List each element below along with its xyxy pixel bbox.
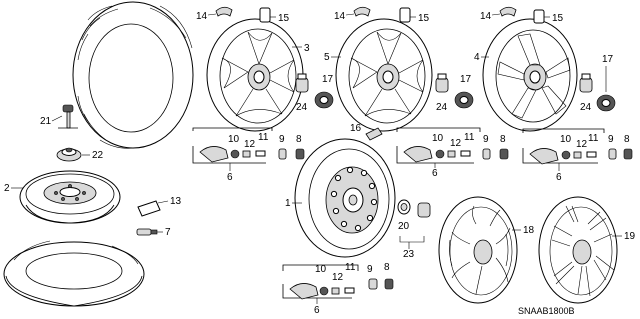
alloy-wheel-3	[206, 18, 304, 132]
lug-nut-24a	[295, 73, 309, 93]
center-cap-17b	[454, 91, 474, 109]
nut-9a	[278, 148, 287, 160]
callout-cap-17a: 17	[322, 74, 334, 85]
clip-14c	[499, 6, 517, 17]
callout-hubcap-18: 18	[523, 225, 535, 236]
callout-valve-group-b: 6	[432, 168, 438, 179]
weight-15b	[399, 7, 411, 23]
callout-hubcap-19: 19	[624, 231, 636, 242]
balance-8a	[295, 148, 305, 160]
balance-8b	[499, 148, 509, 160]
tire-upper	[72, 1, 194, 149]
hubcap-19	[538, 196, 618, 304]
callout-wheel-3: 3	[304, 43, 310, 54]
callout-balance-8b: 8	[500, 134, 506, 145]
callout-wheel-5: 5	[324, 52, 330, 63]
balance-8d	[384, 278, 394, 290]
valve-group-b	[396, 127, 481, 164]
callout-weight-15a: 15	[278, 13, 290, 24]
valve-stem-7	[136, 228, 158, 236]
nut-9b	[482, 148, 491, 160]
callout-weight-15c: 15	[552, 13, 564, 24]
nut-20	[397, 199, 411, 215]
callout-valve-group-d: 6	[314, 305, 320, 316]
balance-8c	[623, 148, 633, 160]
callout-balance-8d: 8	[384, 262, 390, 273]
callout-group-23: 23	[403, 249, 415, 260]
callout-nut-24a: 24	[296, 102, 308, 113]
callout-nut-9b: 9	[483, 134, 489, 145]
weight-15a	[259, 7, 271, 23]
steel-wheel-1	[294, 138, 396, 258]
callout-nut-9c: 9	[608, 134, 614, 145]
callout-grommet-b: 12	[450, 138, 462, 149]
center-cap-17a	[314, 91, 334, 109]
callout-steel-wheel-1: 1	[285, 198, 291, 209]
tire-lower	[3, 240, 145, 307]
callout-nut-24c: 24	[580, 102, 592, 113]
callout-valve-stem-7: 7	[165, 227, 171, 238]
nut-9d	[368, 278, 378, 290]
alloy-wheel-4	[482, 18, 578, 132]
callout-core-d: 11	[345, 262, 356, 273]
callout-nut-20: 20	[398, 221, 410, 232]
lug-nut-24b	[435, 73, 449, 93]
callout-tire-upper: 2	[4, 183, 10, 194]
center-cap-17c	[596, 94, 616, 112]
callout-weight-15b: 15	[418, 13, 430, 24]
hubcap-18	[438, 196, 518, 304]
callout-grommet-a: 12	[244, 139, 256, 150]
callout-valve-21: 21	[40, 116, 52, 127]
callout-core-b: 11	[464, 132, 475, 143]
lug-nut-23	[417, 202, 431, 218]
callout-clip-14c: 14	[480, 11, 492, 22]
cap-22	[56, 147, 82, 162]
valve-21	[58, 104, 78, 129]
callout-balance-8c: 8	[624, 134, 630, 145]
callout-sensor-a: 10	[228, 134, 240, 145]
callout-sensor-d: 10	[315, 264, 327, 275]
callout-sensor-c: 10	[560, 134, 572, 145]
weight-13	[137, 200, 161, 217]
nut-9c	[608, 148, 617, 160]
callout-grommet-c: 12	[576, 139, 588, 150]
clip-14a	[215, 6, 233, 17]
callout-nut-9d: 9	[367, 264, 373, 275]
weight-15c	[533, 9, 545, 24]
callout-nut-9a: 9	[279, 134, 285, 145]
valve-group-d	[282, 264, 359, 300]
valve-group-a	[192, 127, 273, 164]
callout-cap-22: 22	[92, 150, 104, 161]
valve-group-c	[522, 128, 605, 165]
callout-weight-16: 16	[350, 123, 362, 134]
callout-clip-14a: 14	[196, 11, 208, 22]
callout-core-a: 11	[258, 132, 269, 143]
callout-cap-17c: 17	[602, 54, 614, 65]
alloy-wheel-5	[335, 18, 433, 132]
callout-weight-13: 13	[170, 196, 182, 207]
diagram-code: SNAAB1800B	[518, 306, 575, 316]
callout-nut-24b: 24	[436, 102, 448, 113]
weight-16	[365, 127, 383, 141]
callout-cap-17b: 17	[460, 74, 472, 85]
callout-sensor-b: 10	[432, 133, 444, 144]
callout-wheel-4: 4	[474, 52, 480, 63]
callout-balance-8a: 8	[296, 134, 302, 145]
spare-steel-wheel	[19, 170, 121, 224]
clip-14b	[353, 6, 371, 17]
callout-core-c: 11	[588, 133, 599, 144]
lug-nut-24c	[579, 73, 593, 93]
callout-grommet-d: 12	[332, 272, 344, 283]
callout-valve-group-c: 6	[556, 172, 562, 183]
callout-clip-14b: 14	[334, 11, 346, 22]
callout-valve-group-a: 6	[227, 172, 233, 183]
